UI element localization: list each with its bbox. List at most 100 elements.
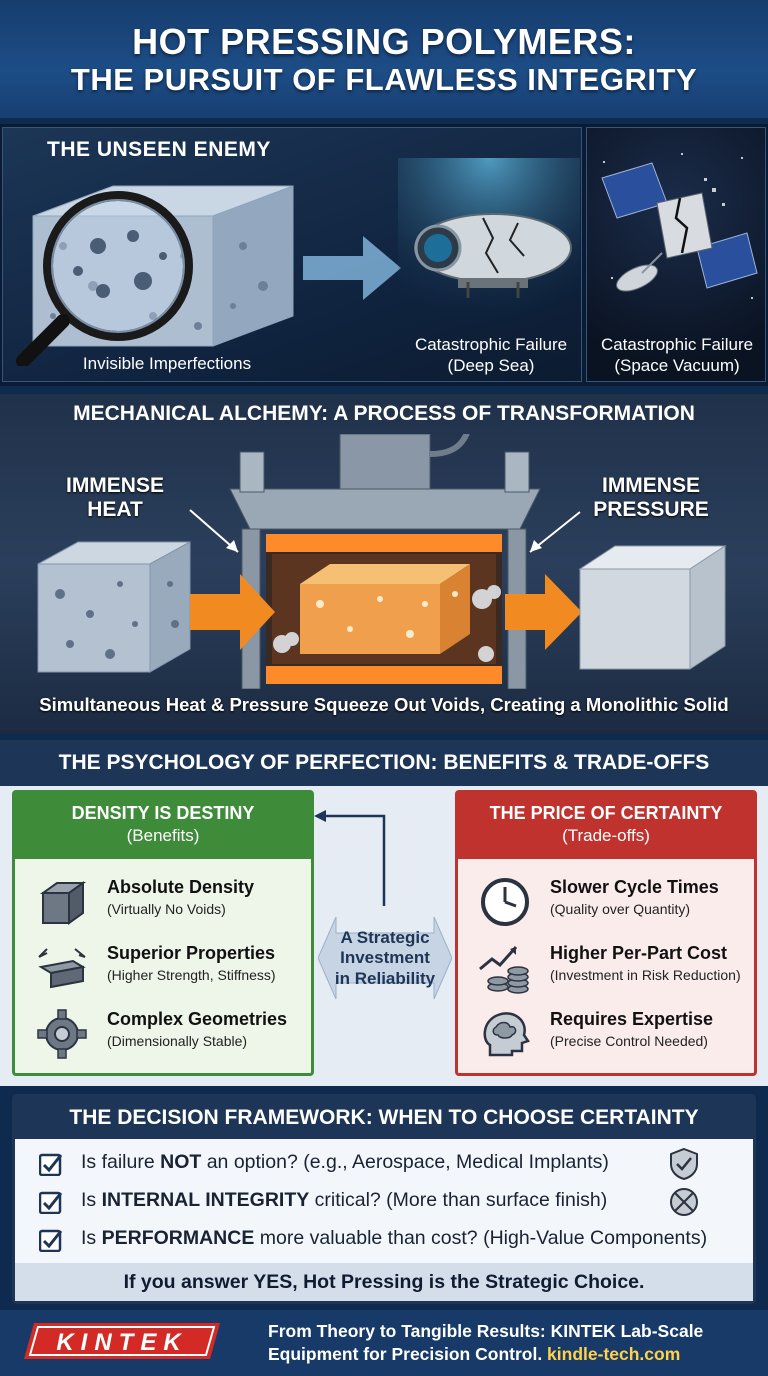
footer-url-link[interactable]: kindle-tech.com (547, 1343, 681, 1364)
center-line-2: Investment (340, 948, 430, 968)
alchemy-caption: Simultaneous Heat & Pressure Squeeze Out… (39, 694, 729, 715)
center-line-3: in Reliability (334, 968, 436, 988)
tradeoffs-heading: THE PRICE OF CERTAINTY (489, 803, 723, 823)
tradeoff-item: Requires Expertise (Precise Control Need… (458, 1005, 754, 1065)
satellite-illustration (601, 153, 758, 299)
q1-post: an option? (e.g., Aerospace, Medical Imp… (201, 1151, 609, 1173)
decision-question: Is INTERNAL INTEGRITY critical? (More th… (15, 1183, 753, 1221)
q3-post: more valuable than cost? (High-Value Com… (254, 1227, 708, 1249)
q1-bold: NOT (160, 1151, 202, 1173)
double-arrow-shape (318, 916, 452, 1000)
hot-press-illustration (37, 434, 727, 689)
benefits-header: DENSITY IS DESTINY (Benefits) (15, 793, 311, 859)
label-deep-sea-line-2: (Deep Sea) (447, 356, 535, 376)
clock-icon (481, 878, 529, 926)
tradeoff-item: Higher Per-Part Cost (Investment in Risk… (458, 939, 754, 999)
decision-title: THE DECISION FRAMEWORK: WHEN TO CHOOSE C… (15, 1097, 753, 1139)
footer-line-2-pre: Equipment for Precision Control. (268, 1343, 548, 1364)
tradeoff-title: Slower Cycle Times (550, 877, 719, 897)
shield-check-icon (670, 1147, 698, 1181)
label-space-vacuum: Catastrophic Failure (Space Vacuum) (587, 334, 767, 377)
checkbox-checked-icon (39, 1229, 63, 1252)
heat-line-2: HEAT (87, 497, 143, 521)
benefit-item: Absolute Density (Virtually No Voids) (15, 873, 311, 933)
brain-head-icon (483, 1012, 530, 1057)
space-failure-panel: Catastrophic Failure (Space Vacuum) (586, 127, 766, 382)
submarine-illustration (398, 158, 580, 348)
q2-post: critical? (More than surface finish) (309, 1189, 608, 1211)
tradeoff-desc: (Investment in Risk Reduction) (550, 967, 741, 983)
benefits-subheading: (Benefits) (126, 826, 200, 845)
tradeoff-title: Higher Per-Part Cost (550, 943, 728, 963)
unseen-enemy-panel: THE UNSEEN ENEMY (2, 127, 582, 382)
page-title: HOT PRESSING POLYMERS: THE PURSUIT OF FL… (71, 21, 697, 97)
label-invisible-imperfections: Invisible Imperfections (82, 354, 252, 373)
tradeoff-desc: (Precise Control Needed) (550, 1033, 708, 1049)
logo-text: KINTEK (56, 1329, 187, 1356)
tradeoff-desc: (Quality over Quantity) (550, 901, 691, 917)
immense-pressure-label: IMMENSE PRESSURE (576, 474, 726, 521)
footer: KINTEK From Theory to Tangible Results: … (0, 1310, 768, 1376)
header-banner: HOT PRESSING POLYMERS: THE PURSUIT OF FL… (0, 0, 768, 118)
label-space-line-1: Catastrophic Failure (600, 335, 754, 354)
footer-text: From Theory to Tangible Results: KINTEK … (268, 1320, 703, 1366)
benefit-title: Absolute Density (107, 877, 255, 897)
benefits-card: DENSITY IS DESTINY (Benefits) Absolute D… (12, 790, 314, 1076)
benefit-title: Complex Geometries (107, 1009, 288, 1029)
q3-bold: PERFORMANCE (101, 1227, 255, 1249)
coins-chart-icon (479, 946, 529, 994)
question-text: Is PERFORMANCE more valuable than cost? … (81, 1227, 707, 1250)
decision-verdict: If you answer YES, Hot Pressing is the S… (15, 1263, 753, 1301)
benefit-desc: (Dimensionally Stable) (107, 1033, 248, 1049)
pressure-line-2: PRESSURE (593, 497, 709, 521)
q3-pre: Is (81, 1227, 102, 1249)
alchemy-title: MECHANICAL ALCHEMY: A PROCESS OF TRANSFO… (73, 402, 695, 425)
psychology-section: THE PSYCHOLOGY OF PERFECTION: BENEFITS &… (0, 740, 768, 1086)
heat-line-1: IMMENSE (65, 474, 164, 497)
footer-line-1: From Theory to Tangible Results: KINTEK … (268, 1321, 704, 1341)
tradeoffs-subheading: (Trade-offs) (562, 826, 650, 845)
psychology-title: THE PSYCHOLOGY OF PERFECTION: BENEFITS &… (0, 740, 768, 786)
checkbox-checked-icon (39, 1191, 63, 1214)
kintek-logo: KINTEK (24, 1323, 220, 1359)
q2-bold: INTERNAL INTEGRITY (101, 1189, 310, 1211)
benefit-title: Superior Properties (107, 943, 276, 963)
decision-framework-section: THE DECISION FRAMEWORK: WHEN TO CHOOSE C… (12, 1094, 756, 1304)
center-line-1: A Strategic (340, 928, 430, 947)
benefit-item: Superior Properties (Higher Strength, St… (15, 939, 311, 999)
title-line-1: HOT PRESSING POLYMERS: (132, 20, 636, 62)
crossed-circle-icon (670, 1188, 698, 1216)
question-text: Is INTERNAL INTEGRITY critical? (More th… (81, 1189, 607, 1212)
tradeoff-title: Requires Expertise (550, 1009, 714, 1029)
tradeoffs-card: THE PRICE OF CERTAINTY (Trade-offs) Slow… (455, 790, 757, 1076)
benefit-desc: (Virtually No Voids) (107, 901, 226, 917)
label-deep-sea-line-1: Catastrophic Failure (414, 335, 568, 354)
tradeoff-item: Slower Cycle Times (Quality over Quantit… (458, 873, 754, 933)
arrow-right-icon (303, 236, 401, 300)
magnified-block-illustration (16, 185, 294, 366)
benefits-heading: DENSITY IS DESTINY (71, 803, 255, 823)
tradeoffs-header: THE PRICE OF CERTAINTY (Trade-offs) (458, 793, 754, 859)
decision-question: Is PERFORMANCE more valuable than cost? … (15, 1221, 753, 1259)
strategic-investment-text: A Strategic Investment in Reliability (318, 928, 452, 989)
q1-pre: Is failure (81, 1151, 161, 1173)
question-text: Is failure NOT an option? (e.g., Aerospa… (81, 1151, 609, 1174)
gear-icon (37, 1009, 87, 1059)
unseen-enemy-title: THE UNSEEN ENEMY (47, 138, 271, 161)
decision-question: Is failure NOT an option? (e.g., Aerospa… (15, 1145, 753, 1183)
feedback-arrow (314, 810, 386, 906)
cube-icon (39, 881, 87, 925)
beam-icon (38, 948, 86, 989)
label-deep-sea: Catastrophic Failure (Deep Sea) (401, 334, 581, 377)
label-space-line-2: (Space Vacuum) (614, 356, 740, 376)
q2-pre: Is (81, 1189, 102, 1211)
immense-heat-label: IMMENSE HEAT (50, 474, 180, 521)
footer-line-2: Equipment for Precision Control. kindle-… (268, 1343, 703, 1366)
pressure-line-1: IMMENSE (601, 474, 700, 497)
benefit-item: Complex Geometries (Dimensionally Stable… (15, 1005, 311, 1065)
benefit-desc: (Higher Strength, Stiffness) (107, 967, 276, 983)
checkbox-checked-icon (39, 1153, 63, 1176)
unseen-enemy-section: THE UNSEEN ENEMY (0, 124, 768, 386)
title-line-2: THE PURSUIT OF FLAWLESS INTEGRITY (70, 61, 698, 97)
mechanical-alchemy-section: MECHANICAL ALCHEMY: A PROCESS OF TRANSFO… (0, 394, 768, 734)
